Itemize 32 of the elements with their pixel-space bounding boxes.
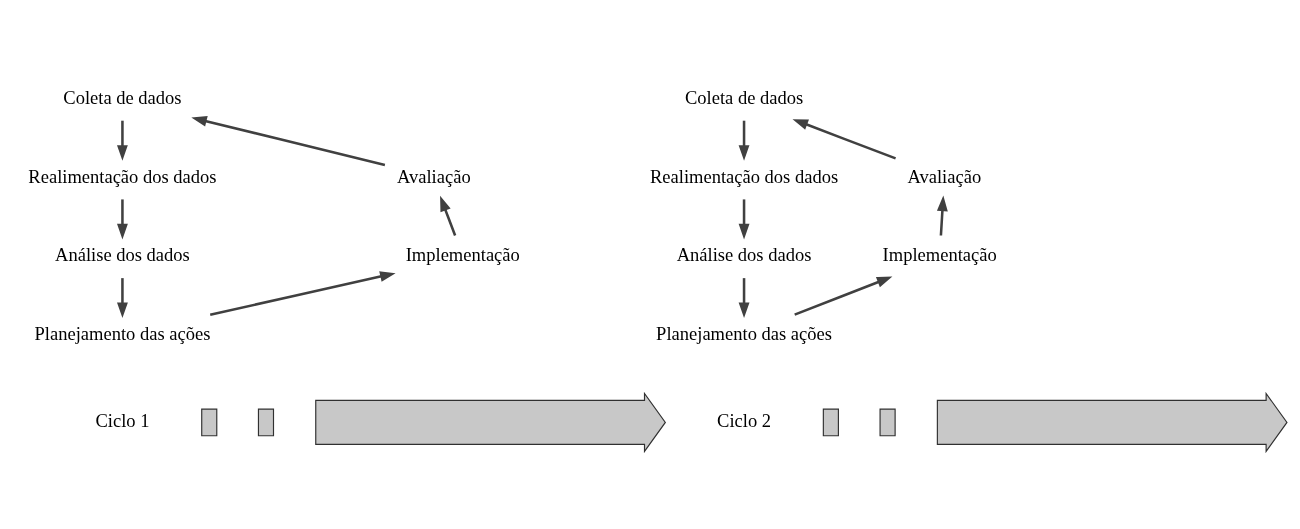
arrow [117, 120, 128, 161]
node-box [822, 408, 839, 436]
node-text: Avaliação [907, 165, 982, 187]
arrow [738, 277, 750, 318]
node-text: Coleta de dados [63, 86, 182, 108]
node-box [257, 408, 275, 436]
node-text: Implementação [882, 243, 997, 265]
node-text: Planejamento das ações [656, 322, 832, 344]
arrow [440, 195, 457, 236]
node-arrow [315, 391, 667, 453]
node-text: Ciclo 2 [717, 409, 772, 431]
node-box [879, 408, 896, 436]
node-text: Planejamento das ações [34, 322, 211, 344]
node-text: Implementação [405, 243, 520, 265]
node-arrow [936, 391, 1288, 453]
arrow [738, 198, 750, 239]
node-box [201, 408, 218, 436]
arrow [191, 115, 386, 166]
arrow [738, 120, 750, 161]
node-text: Análise dos dados [676, 243, 812, 265]
arrow [936, 195, 948, 236]
node-text: Realimentação dos dados [649, 165, 839, 187]
node-text: Realimentação dos dados [28, 165, 217, 187]
arrow [117, 277, 128, 318]
arrow [209, 270, 396, 316]
arrow [117, 198, 128, 239]
node-text: Coleta de dados [684, 86, 804, 108]
node-text: Análise dos dados [55, 243, 190, 265]
arrow [792, 118, 897, 160]
arrow [794, 276, 893, 316]
node-text: Avaliação [396, 165, 471, 187]
node-text: Ciclo 1 [95, 409, 150, 431]
